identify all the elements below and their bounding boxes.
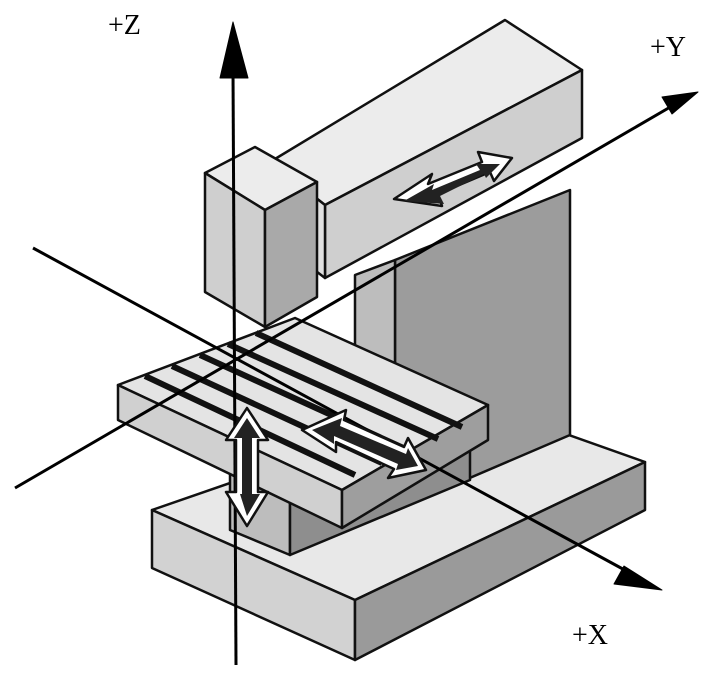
z-axis-line: [231, 69, 238, 666]
x-axis-line: [32, 246, 633, 576]
x-axis-label: +X: [572, 620, 609, 651]
z-axis-label: +Z: [108, 10, 141, 41]
x-axis-arrowhead-icon: [613, 565, 663, 591]
z-axis-arrowhead-icon: [219, 21, 249, 79]
t-slot: [254, 330, 464, 430]
coordinate-axes: [14, 69, 673, 666]
t-slot: [226, 341, 440, 442]
y-axis-arrowhead-icon: [661, 91, 699, 115]
spindle-head: [203, 145, 319, 329]
y-motion-arrow-icon: [392, 150, 514, 208]
x-motion-arrow-icon: [300, 408, 428, 480]
y-axis-label: +Y: [650, 32, 687, 63]
z-motion-arrow-icon: [224, 406, 270, 528]
y-axis-line: [14, 104, 673, 490]
base-right-face: [353, 460, 647, 662]
spindle-right-face: [263, 180, 319, 329]
